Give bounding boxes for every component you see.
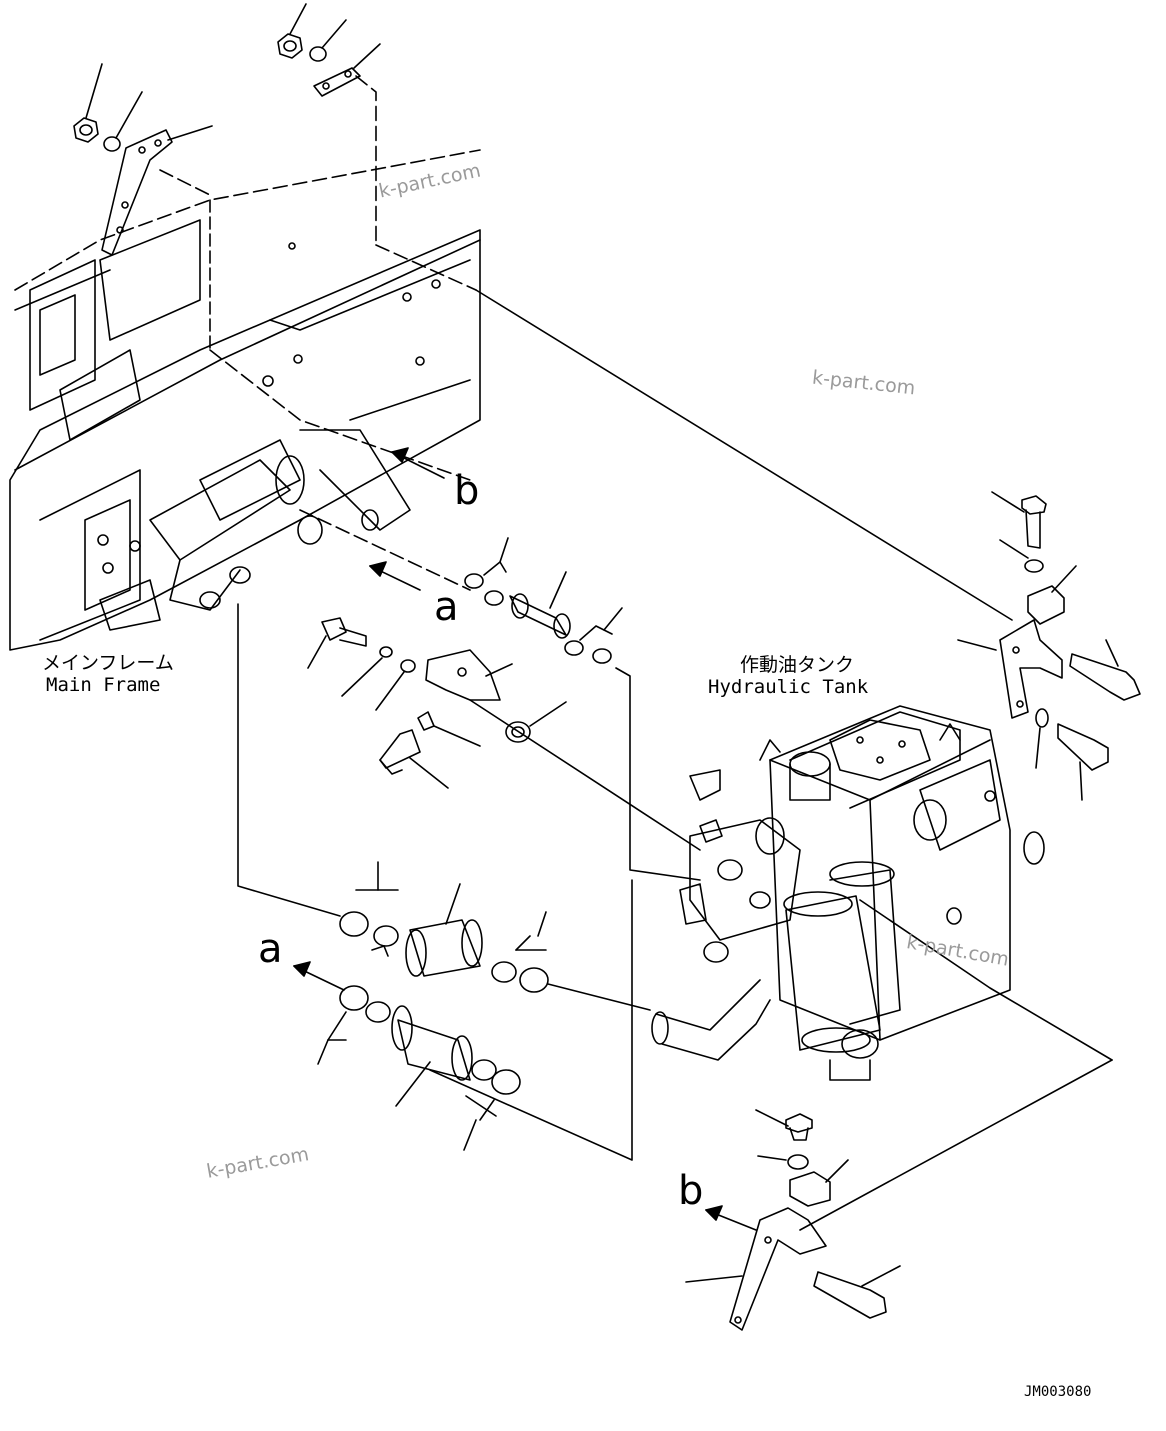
tank-pump-block (651, 769, 801, 1061)
hydraulic-tank-label-en: Hydraulic Tank (708, 676, 869, 698)
valve-assembly (99, 429, 411, 631)
main-frame (9, 149, 481, 651)
callout-b-upper: b (454, 468, 480, 514)
upper-link-parts (73, 3, 477, 481)
arrow-a-lower (293, 961, 345, 991)
right-bracket-set-lower (685, 1109, 901, 1331)
drawing-code: JM003080 (1024, 1384, 1092, 1400)
hydraulic-tank-label-ja: 作動油タンク (740, 654, 855, 676)
connector-lines (237, 289, 1113, 1231)
callout-a-upper: a (434, 584, 459, 630)
main-frame-label-en: Main Frame (46, 674, 161, 696)
lower-hose-set-1 (339, 861, 651, 1011)
hydraulic-tank (755, 705, 1045, 1041)
tank-filters (783, 861, 901, 1081)
arrow-a-upper (369, 561, 421, 591)
arrow-b-lower (705, 1205, 757, 1231)
right-bracket-set-upper (957, 491, 1141, 801)
callout-b-lower: b (678, 1168, 704, 1214)
upper-hose-set (299, 509, 701, 881)
lower-hose-set-2 (317, 985, 521, 1151)
arrow-b-upper (391, 447, 445, 479)
middle-bracket-parts (307, 617, 701, 851)
main-frame-label-ja: メインフレーム (42, 652, 174, 674)
callout-a-lower: a (258, 926, 283, 972)
